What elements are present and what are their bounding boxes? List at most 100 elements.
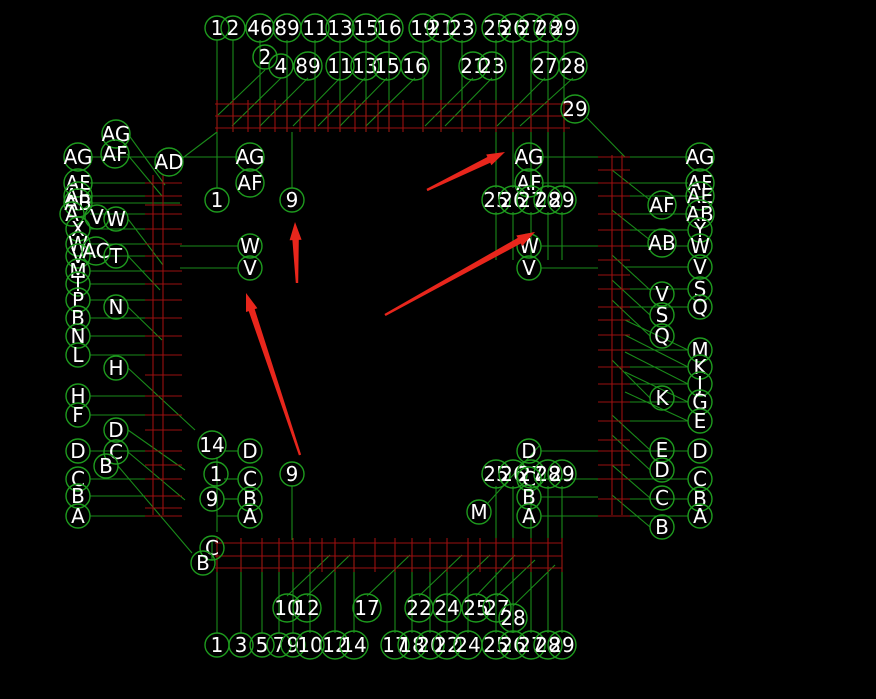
node-label: 27 (518, 188, 543, 212)
node-label: A (65, 202, 79, 226)
node-label: AF (649, 193, 674, 217)
node-l_a2: A (65, 503, 91, 529)
node-circle (351, 13, 381, 43)
node-circle (498, 185, 528, 215)
node-label: 27 (484, 596, 509, 620)
node-m_ag: AG (101, 119, 131, 149)
node-circle (65, 466, 91, 492)
node-label: T (71, 272, 85, 296)
node-t2: 2 (220, 15, 246, 41)
node-r_d: D (516, 438, 542, 464)
node-circle (533, 185, 563, 215)
node-s_c: C (649, 485, 675, 511)
node-circle (228, 632, 254, 658)
node-circle (649, 437, 675, 463)
node-s_q: Q (649, 323, 675, 349)
node-label: W (106, 207, 126, 231)
node-circle (447, 13, 477, 43)
node-circle (237, 503, 263, 529)
node-circle (352, 593, 382, 623)
node-circle (220, 15, 246, 41)
node-circle (498, 13, 528, 43)
node-label: 20 (417, 633, 442, 657)
node-b_29: 29 (547, 630, 577, 660)
node-label: G (692, 390, 708, 414)
node-label: 14 (199, 433, 224, 457)
node-r_29: 29 (547, 185, 577, 215)
node-label: AF (687, 171, 712, 195)
node-label: 27 (518, 16, 543, 40)
node-label: Y (693, 218, 707, 242)
node-c_c: C (237, 466, 263, 492)
node-label: 27 (518, 633, 543, 657)
node-circle (687, 371, 713, 397)
node-t29: 29 (549, 13, 579, 43)
node-label: 27 (532, 54, 557, 78)
node-label: B (522, 485, 536, 509)
node-circle (350, 51, 380, 81)
node-label: 25 (483, 16, 508, 40)
node-circle (103, 243, 129, 269)
node-r_27: 27 (516, 185, 546, 215)
node-label: D (70, 439, 85, 463)
node-circle (415, 630, 445, 660)
node-b_28: 28 (533, 630, 563, 660)
node-b_9: 9 (280, 632, 306, 658)
node-label: T (109, 244, 123, 268)
node-c_d: D (237, 438, 263, 464)
node-circle (687, 486, 713, 512)
node-circle (279, 461, 305, 487)
node-circle (687, 254, 713, 280)
node-c_9c: 9 (279, 461, 305, 487)
node-circle (65, 342, 91, 368)
node-c_v: V (237, 255, 263, 281)
node-b1_17: 17 (352, 593, 382, 623)
node-label: 22 (406, 596, 431, 620)
node-label: H (108, 356, 123, 380)
node-r2_26: 26 (498, 459, 528, 489)
node-circle (649, 385, 675, 411)
node-circle (237, 438, 263, 464)
node-label: 29 (562, 97, 587, 121)
node-u2: 2 (252, 44, 278, 70)
node-label: 1 (211, 188, 224, 212)
node-circle (458, 51, 488, 81)
node-r2_27: 27 (516, 459, 546, 489)
node-circle (199, 486, 225, 512)
node-m_n: N (103, 294, 129, 320)
node-label: 21 (460, 54, 485, 78)
node-b_26: 26 (498, 630, 528, 660)
node-label: J (695, 372, 703, 396)
node-circle (481, 630, 511, 660)
node-circle (280, 632, 306, 658)
node-circle (516, 630, 546, 660)
node-u11: 11 (325, 51, 355, 81)
node-circle (65, 323, 91, 349)
node-circle (687, 503, 713, 529)
node-label: C (655, 486, 669, 510)
node-label: 9 (206, 487, 219, 511)
node-label: 28 (560, 54, 585, 78)
node-label: AG (686, 145, 715, 169)
node-b_17: 17 (380, 630, 410, 660)
node-l_a: A (59, 201, 85, 227)
node-e_v: V (687, 254, 713, 280)
node-c_14: 14 (197, 430, 227, 460)
node-circle (514, 142, 544, 172)
node-circle (685, 181, 715, 211)
node-l_h: H (65, 383, 91, 409)
node-circle (516, 484, 542, 510)
node-b_24: 24 (453, 630, 483, 660)
node-l_b2: B (65, 483, 91, 509)
node-circle (199, 535, 225, 561)
node-label: 17 (354, 596, 379, 620)
node-l_t: T (65, 271, 91, 297)
node-circle (549, 13, 579, 43)
node-circle (533, 459, 563, 489)
node-circle (272, 593, 302, 623)
node-circle (687, 389, 713, 415)
node-m_w: W (103, 206, 129, 232)
node-circle (65, 383, 91, 409)
node-circle (103, 294, 129, 320)
